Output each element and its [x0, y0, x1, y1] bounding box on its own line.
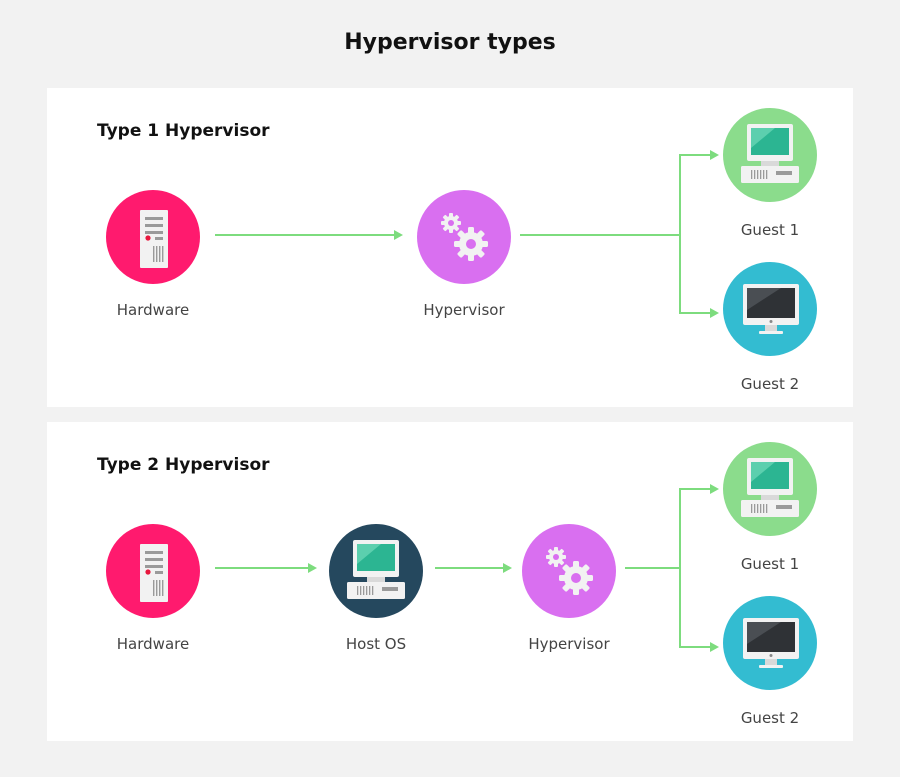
node-label: Hypervisor [423, 301, 505, 319]
node-hypervisor: Hypervisor [404, 190, 524, 319]
type2-connectors [215, 484, 719, 652]
guest1-circle [723, 108, 817, 202]
node-label: Hypervisor [528, 635, 610, 653]
node-guest2: Guest 2 [710, 262, 830, 393]
panel-title: Type 1 Hypervisor [97, 121, 270, 141]
panel-title: Type 2 Hypervisor [97, 455, 270, 475]
arrowhead [394, 230, 403, 240]
node-guest1: Guest 1 [710, 108, 830, 239]
desktop-computer-icon [723, 108, 817, 202]
arrowhead [710, 150, 719, 160]
guest1-circle [723, 442, 817, 536]
hypervisor-circle [522, 524, 616, 618]
guest2-circle [723, 596, 817, 690]
node-label: Guest 2 [740, 709, 800, 727]
hardware-circle [106, 524, 200, 618]
arrowhead [710, 308, 719, 318]
hardware-circle [106, 190, 200, 284]
monitor-icon [723, 262, 817, 356]
hypervisor-circle [417, 190, 511, 284]
host-os-circle [329, 524, 423, 618]
server-icon [106, 190, 200, 284]
type1-panel: Type 1 Hypervisor Hardware Hypervisor [47, 88, 853, 407]
node-label: Host OS [345, 635, 407, 653]
node-hardware: Hardware [93, 190, 213, 319]
gears-icon [417, 190, 511, 284]
guest2-circle [723, 262, 817, 356]
arrowhead [710, 642, 719, 652]
node-hypervisor: Hypervisor [509, 524, 629, 653]
desktop-computer-icon [329, 524, 423, 618]
arrowhead [503, 563, 512, 573]
monitor-icon [723, 596, 817, 690]
server-icon [106, 524, 200, 618]
node-host-os: Host OS [316, 524, 436, 653]
node-label: Guest 1 [740, 221, 800, 239]
node-label: Hardware [116, 635, 190, 653]
node-label: Guest 2 [740, 375, 800, 393]
page-title: Hypervisor types [344, 30, 556, 55]
node-guest2: Guest 2 [710, 596, 830, 727]
arrowhead [308, 563, 317, 573]
type1-connectors [215, 150, 719, 318]
arrowhead [710, 484, 719, 494]
node-label: Guest 1 [740, 555, 800, 573]
type2-panel: Type 2 Hypervisor Hardware Host OS [47, 422, 853, 741]
desktop-computer-icon [723, 442, 817, 536]
gears-icon [522, 524, 616, 618]
node-guest1: Guest 1 [710, 442, 830, 573]
node-label: Hardware [116, 301, 190, 319]
node-hardware: Hardware [93, 524, 213, 653]
